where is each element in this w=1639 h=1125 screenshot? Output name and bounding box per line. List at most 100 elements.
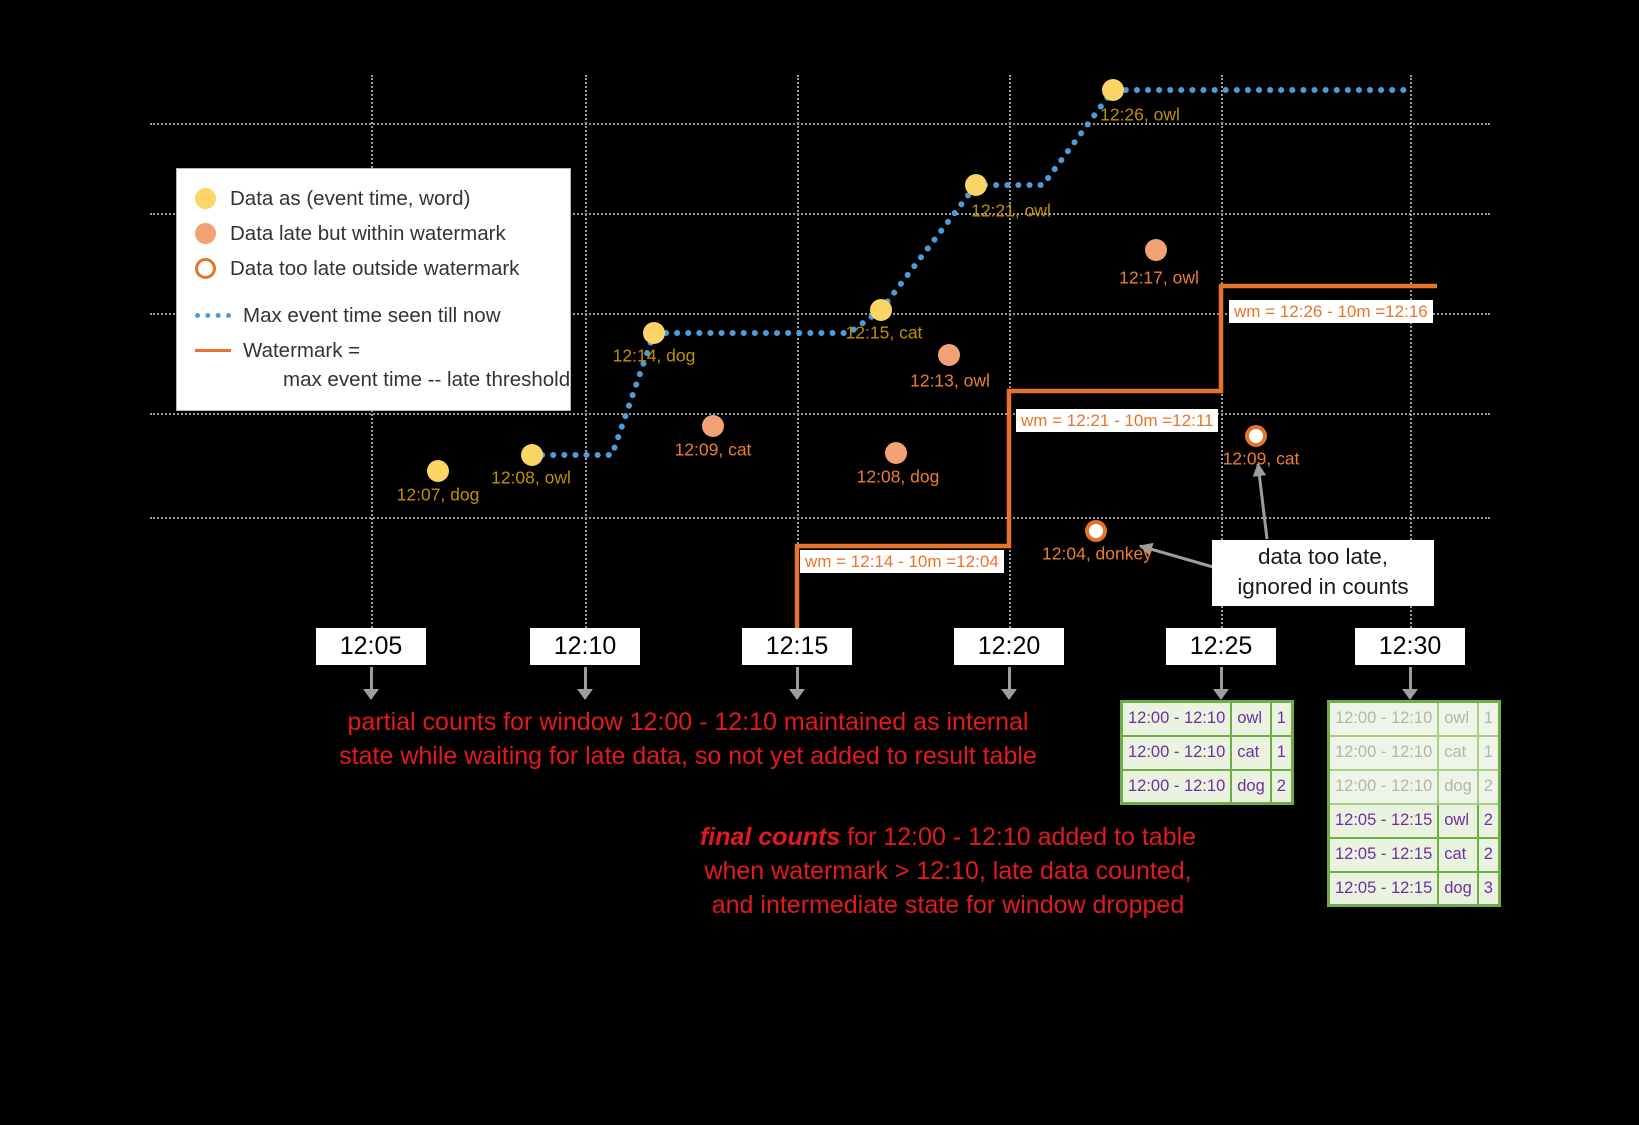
note-line: data too late, bbox=[1257, 544, 1389, 569]
too-late-pointer-arrow bbox=[1252, 462, 1269, 540]
cell-count: 2 bbox=[1476, 802, 1501, 839]
data-point-label: 12:21, owl bbox=[971, 200, 1051, 221]
note-line: ignored in counts bbox=[1237, 574, 1409, 599]
late-dot-icon bbox=[195, 223, 216, 244]
legend-label: Data as (event time, word) bbox=[230, 186, 471, 210]
cell-word: dog bbox=[1437, 768, 1479, 805]
watermark-value-label: wm = 12:14 - 10m =12:04 bbox=[800, 550, 1004, 573]
legend-watermark-sublabel: max event time -- late threshold bbox=[283, 368, 571, 391]
horizontal-gridline bbox=[150, 213, 1490, 215]
cell-window: 12:00 - 12:10 bbox=[1120, 734, 1233, 771]
partial-counts-annotation: partial counts for window 12:00 - 12:10 … bbox=[298, 705, 1078, 773]
axis-tick-12-05: 12:05 bbox=[316, 628, 426, 665]
axis-tick-12-10: 12:10 bbox=[530, 628, 640, 665]
arrow-stem bbox=[583, 667, 587, 689]
annotation-text: for 12:00 - 12:10 added to table bbox=[840, 823, 1197, 851]
data-point-late bbox=[938, 344, 960, 366]
arrow-stem bbox=[1408, 667, 1412, 689]
watermark-line-icon bbox=[195, 349, 231, 352]
cell-word: dog bbox=[1437, 870, 1479, 907]
axis-tick-12-30: 12:30 bbox=[1355, 628, 1465, 665]
arrow-head bbox=[789, 689, 805, 700]
data-point-label: 12:08, owl bbox=[491, 467, 571, 488]
arrow-stem bbox=[795, 667, 799, 689]
horizontal-gridline bbox=[150, 123, 1490, 125]
data-point-label: 12:09, cat bbox=[674, 439, 752, 460]
too-late-pointer-arrow bbox=[1138, 542, 1214, 569]
data-point-late bbox=[1145, 239, 1167, 261]
annotation-line: when watermark > 12:10, late data counte… bbox=[704, 857, 1192, 885]
legend-label: Max event time seen till now bbox=[243, 303, 501, 327]
data-point-label: 12:08, dog bbox=[856, 466, 940, 487]
legend-label: Data late but within watermark bbox=[230, 221, 506, 245]
annotation-line: state while waiting for late data, so no… bbox=[339, 742, 1037, 770]
horizontal-gridline bbox=[150, 313, 1490, 315]
watermark-value-label: wm = 12:26 - 10m =12:16 bbox=[1229, 300, 1433, 323]
cell-window: 12:00 - 12:10 bbox=[1327, 700, 1440, 737]
max-event-line-icon bbox=[195, 313, 231, 318]
axis-tick-12-15: 12:15 bbox=[742, 628, 852, 665]
tick-down-arrow bbox=[1001, 667, 1017, 700]
too-late-arrows bbox=[1138, 462, 1269, 569]
data-point-on-time bbox=[965, 174, 987, 196]
cell-window: 12:05 - 12:15 bbox=[1327, 870, 1440, 907]
tick-down-arrow bbox=[363, 667, 379, 700]
axis-tick-12-20: 12:20 bbox=[954, 628, 1064, 665]
data-point-on-time bbox=[427, 460, 449, 482]
too-late-note: data too late, ignored in counts bbox=[1212, 540, 1434, 606]
final-counts-annotation: final counts for 12:00 - 12:10 added to … bbox=[668, 820, 1228, 922]
legend-item-too-late: Data too late outside watermark bbox=[195, 251, 560, 286]
annotation-line: and intermediate state for window droppe… bbox=[711, 891, 1185, 919]
horizontal-gridline bbox=[150, 413, 1490, 415]
data-point-on-time bbox=[643, 322, 665, 344]
final-counts-emphasis: final counts bbox=[699, 823, 841, 851]
vertical-gridline bbox=[797, 75, 799, 628]
cell-word: owl bbox=[1437, 802, 1479, 839]
data-point-label: 12:13, owl bbox=[910, 370, 990, 391]
arrow-head bbox=[1001, 689, 1017, 700]
data-point-label: 12:26, owl bbox=[1100, 104, 1180, 125]
tick-down-arrow bbox=[1402, 667, 1418, 700]
data-point-on-time bbox=[521, 444, 543, 466]
data-point-late bbox=[885, 442, 907, 464]
arrow-stem bbox=[1007, 667, 1011, 689]
cell-window: 12:05 - 12:15 bbox=[1327, 802, 1440, 839]
cell-window: 12:00 - 12:10 bbox=[1327, 768, 1440, 805]
data-point-too-late bbox=[1085, 520, 1107, 542]
cell-word: cat bbox=[1230, 734, 1272, 771]
cell-count: 1 bbox=[1269, 700, 1294, 737]
cell-count: 2 bbox=[1476, 836, 1501, 873]
data-point-too-late bbox=[1245, 425, 1267, 447]
data-point-label: 12:04, donkey bbox=[1042, 543, 1152, 564]
too-late-circle-icon bbox=[195, 258, 216, 279]
data-point-label: 12:14, dog bbox=[612, 345, 696, 366]
legend: Data as (event time, word) Data late but… bbox=[176, 168, 571, 411]
vertical-gridline bbox=[585, 75, 587, 628]
legend-item-max-event-line: Max event time seen till now bbox=[195, 298, 560, 333]
vertical-gridline bbox=[1009, 75, 1011, 628]
data-point-label: 12:09, cat bbox=[1222, 448, 1300, 469]
arrow-stem bbox=[369, 667, 373, 689]
cell-window: 12:05 - 12:15 bbox=[1327, 836, 1440, 873]
arrow-head bbox=[1402, 689, 1418, 700]
cell-word: dog bbox=[1230, 768, 1272, 805]
tick-down-arrow bbox=[577, 667, 593, 700]
axis-tick-12-25: 12:25 bbox=[1166, 628, 1276, 665]
cell-count: 1 bbox=[1476, 734, 1501, 771]
on-time-dot-icon bbox=[195, 188, 216, 209]
arrow-head bbox=[577, 689, 593, 700]
legend-label: Watermark = bbox=[243, 338, 361, 362]
